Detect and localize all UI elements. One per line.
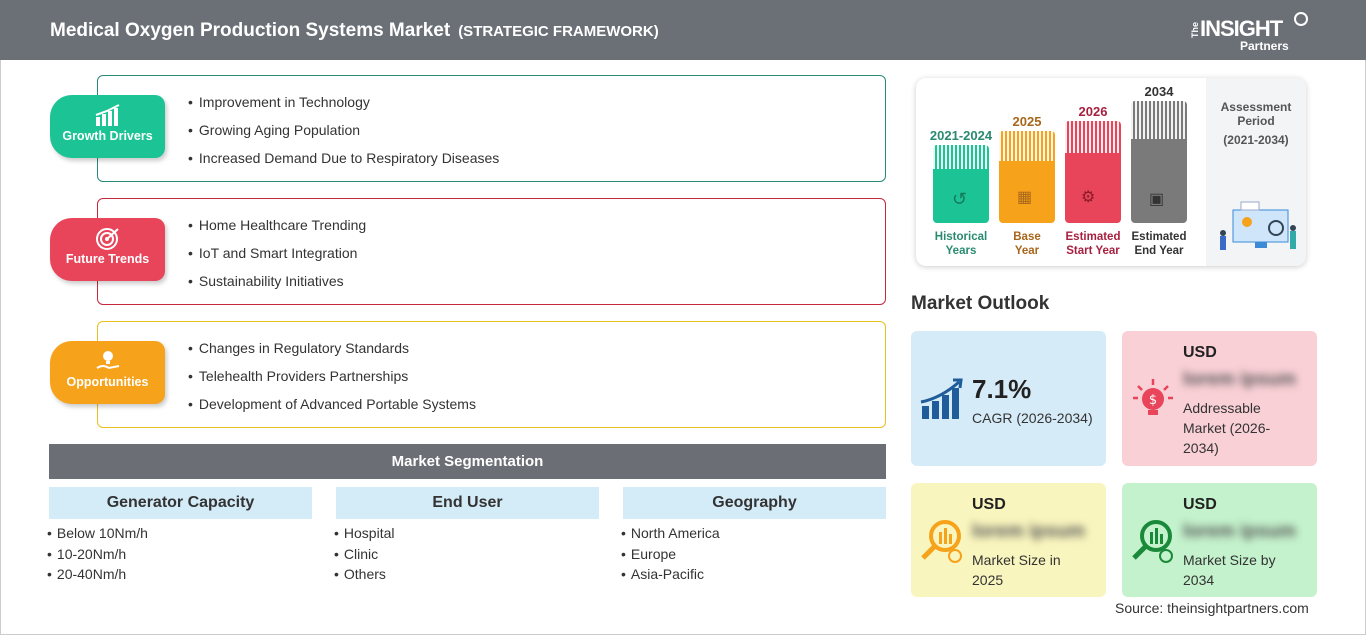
assessment-title: Assessment Period	[1220, 100, 1292, 128]
magnifier-chart-icon	[921, 520, 962, 563]
segment-list-end-user: HospitalClinicOthers	[334, 525, 395, 587]
currency-label: USD	[972, 496, 1006, 513]
addressable-market-card: $ USD lorem ipsum Addressable Market (20…	[1122, 331, 1317, 466]
period-bar-base: ▦	[999, 131, 1055, 223]
period-year: 2034	[1144, 84, 1174, 99]
analytics-illustration-icon	[1220, 201, 1296, 250]
page-subtitle: (STRATEGIC FRAMEWORK)	[458, 23, 659, 40]
blurred-value: lorem ipsum	[1183, 369, 1296, 390]
monitor-gear-icon: ⚙	[1081, 189, 1096, 206]
future-trends-badge: Future Trends	[50, 218, 165, 281]
list-item: North America	[621, 525, 720, 546]
list-item: Europe	[621, 546, 720, 567]
opportunities-box: Changes in Regulatory StandardsTelehealt…	[97, 321, 886, 428]
list-item: Improvement in Technology	[188, 94, 499, 122]
market-outlook-title: Market Outlook	[911, 293, 1050, 314]
card-description: Market Size in 2025	[972, 552, 1061, 588]
magnifier-chart-icon	[1132, 520, 1173, 563]
svg-text:$: $	[1149, 393, 1157, 408]
list-item: Others	[334, 566, 395, 587]
badge-label: Opportunities	[66, 375, 149, 389]
segment-header-generator-capacity: Generator Capacity	[49, 487, 312, 519]
period-year: 2025	[1012, 114, 1042, 129]
history-icon: ↺	[952, 189, 968, 209]
list-item: Clinic	[334, 546, 395, 567]
period-bar-start: ⚙	[1065, 121, 1121, 223]
period-bar-end: ▣	[1131, 101, 1187, 223]
market-segmentation-header: Market Segmentation	[49, 444, 886, 479]
list-item: Telehealth Providers Partnerships	[188, 368, 476, 396]
growth-drivers-badge: Growth Drivers	[50, 95, 165, 158]
blurred-value: lorem ipsum	[972, 521, 1085, 542]
calendar-icon: ▦	[1017, 189, 1033, 206]
cagr-value: 7.1%	[972, 374, 1032, 404]
segment-list-generator-capacity: Below 10Nm/h10-20Nm/h20-40Nm/h	[47, 525, 148, 587]
card-description: Market Size by 2034	[1183, 552, 1276, 588]
cagr-card: 7.1% CAGR (2026-2034)	[911, 331, 1106, 466]
market-size-2025-card: USD lorem ipsum Market Size in 2025	[911, 483, 1106, 597]
list-item: Hospital	[334, 525, 395, 546]
target-icon	[95, 228, 119, 250]
assessment-period: Assessment Period (2021-2034)	[1206, 78, 1306, 266]
segment-list-geography: North AmericaEuropeAsia-Pacific	[621, 525, 720, 587]
blurred-value: lorem ipsum	[1183, 521, 1296, 542]
lightbulb-hand-icon	[95, 351, 119, 370]
period-year: 2021-2024	[929, 128, 993, 143]
list-item: Growing Aging Population	[188, 122, 499, 150]
period-bar-historical: ↺	[933, 145, 989, 223]
currency-label: USD	[1183, 344, 1217, 361]
list-item: Development of Advanced Portable Systems	[188, 396, 476, 424]
badge-label: Future Trends	[65, 252, 150, 266]
list-item: Increased Demand Due to Respiratory Dise…	[188, 150, 499, 178]
opportunities-badge: Opportunities	[50, 341, 165, 404]
currency-label: USD	[1183, 496, 1217, 513]
segment-header-end-user: End User	[336, 487, 599, 519]
list-item: Changes in Regulatory Standards	[188, 340, 476, 368]
bar-chart-up-icon	[95, 104, 119, 126]
badge-label: Growth Drivers	[62, 129, 153, 143]
future-trends-box: Home Healthcare TrendingIoT and Smart In…	[97, 198, 886, 305]
segment-header-geography: Geography	[623, 487, 886, 519]
cagr-label: CAGR (2026-2034)	[972, 410, 1093, 426]
card-description: Addressable Market (2026-2034)	[1183, 400, 1271, 456]
list-item: 10-20Nm/h	[47, 546, 148, 567]
list-item: Below 10Nm/h	[47, 525, 148, 546]
list-item: 20-40Nm/h	[47, 566, 148, 587]
list-item: IoT and Smart Integration	[188, 245, 366, 273]
page-title: Medical Oxygen Production Systems Market…	[50, 20, 659, 41]
growth-drivers-box: Improvement in TechnologyGrowing Aging P…	[97, 75, 886, 182]
dollar-lightbulb-icon: $	[1133, 379, 1173, 415]
market-size-2034-card: USD lorem ipsum Market Size by 2034	[1122, 483, 1317, 597]
list-item: Sustainability Initiatives	[188, 273, 366, 301]
list-item: Home Healthcare Trending	[188, 217, 366, 245]
period-year: 2026	[1078, 104, 1108, 119]
assessment-range: (2021-2034)	[1223, 133, 1289, 147]
source-text: Source: theinsightpartners.com	[1115, 600, 1309, 616]
growth-chart-icon	[920, 378, 963, 419]
presentation-icon: ▣	[1149, 191, 1165, 208]
header: Medical Oxygen Production Systems Market…	[0, 0, 1366, 60]
list-item: Asia-Pacific	[621, 566, 720, 587]
